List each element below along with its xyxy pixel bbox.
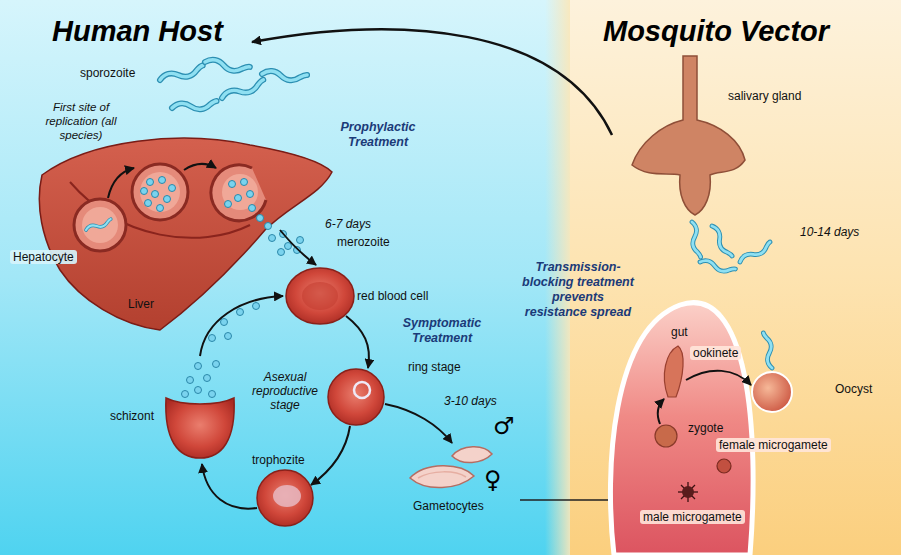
label: Gametocytes	[413, 499, 484, 513]
hepatocytes	[74, 164, 266, 251]
label: Transmission-blocking treatment prevents…	[520, 260, 636, 320]
label: Hepatocyte	[10, 250, 77, 264]
label: trophozite	[252, 453, 305, 467]
label: Symptomatic Treatment	[392, 316, 492, 346]
label: salivary gland	[728, 89, 801, 103]
label: Prophylactic Treatment	[328, 120, 428, 150]
label: zygote	[688, 421, 723, 435]
label: First site of replication (all species)	[45, 100, 117, 142]
mosquito-gut	[610, 303, 792, 555]
label: 10-14 days	[800, 225, 859, 239]
label: 6-7 days	[325, 217, 371, 231]
label: gut	[671, 325, 688, 339]
transmission-arrow	[252, 29, 612, 135]
label: ♂	[493, 413, 515, 439]
label: ♀	[484, 467, 502, 493]
merozoite-stream	[257, 215, 317, 266]
gametocytes	[410, 447, 492, 488]
label: 3-10 days	[444, 394, 497, 408]
label: Asexual reproductive stage	[245, 370, 325, 412]
panel-heading: Mosquito Vector	[603, 14, 829, 48]
label: male microgamete	[640, 510, 745, 524]
label: red blood cell	[357, 289, 428, 303]
label: Oocyst	[835, 382, 872, 396]
label: female microgamete	[716, 438, 831, 452]
label: merozoite	[337, 235, 390, 249]
label: sporozoite	[80, 66, 135, 80]
sporozoites	[159, 58, 307, 111]
label: ring stage	[408, 360, 461, 374]
blood-cycle	[166, 268, 452, 526]
label: ookinete	[690, 346, 741, 360]
label: Liver	[128, 297, 154, 311]
panel-heading: Human Host	[52, 14, 223, 48]
label: schizont	[110, 409, 154, 423]
